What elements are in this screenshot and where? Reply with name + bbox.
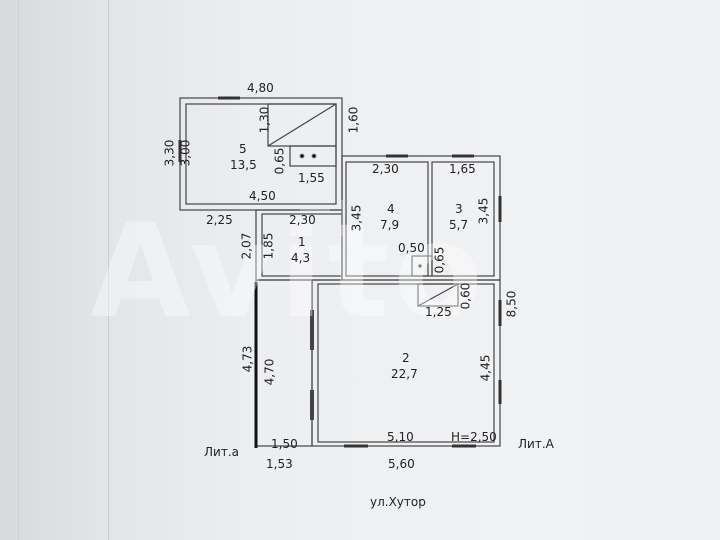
- dim-right-room5: 1,60: [346, 106, 361, 134]
- dim-stove2-height: 0,65: [432, 246, 447, 274]
- dim-veranda-inner-h: 4,70: [262, 358, 277, 386]
- ceiling-height: H=2,50: [451, 430, 497, 444]
- dim-stove3-height: 0,60: [458, 282, 473, 310]
- street-name: ул.Хутор: [370, 495, 426, 509]
- lit-a-lower: Лит.а: [204, 445, 239, 459]
- dim-room4-width: 2,30: [372, 162, 399, 176]
- dim-stove-width: 1,55: [298, 171, 325, 185]
- watermark: Avito: [90, 195, 487, 347]
- room-5-number: 5: [239, 142, 247, 156]
- hob: [289, 145, 337, 167]
- dim-room2-height: 4,45: [478, 354, 493, 382]
- dim-room4-height: 3,45: [349, 204, 364, 232]
- room-2-area: 22,7: [391, 367, 418, 381]
- dim-stove2-width: 0,50: [398, 241, 425, 255]
- dim-room2-inner: 5,10: [387, 430, 414, 444]
- lit-a-upper: Лит.А: [518, 437, 554, 451]
- dim-room1-inner: 1,85: [261, 232, 276, 260]
- dim-corner-width: 2,25: [206, 213, 233, 227]
- dim-room3-width: 1,65: [449, 162, 476, 176]
- dim-room2-outer: 5,60: [388, 457, 415, 471]
- dim-veranda-outer: 1,53: [266, 457, 293, 471]
- paper-fold-line: [108, 0, 109, 540]
- dim-top-width: 4,80: [247, 81, 274, 95]
- dim-veranda-outer-h: 4,73: [240, 345, 255, 373]
- dim-hob-height: 0,65: [272, 147, 287, 175]
- dim-room5-bottom: 4,50: [249, 189, 276, 203]
- paper-edge-line: [18, 0, 19, 540]
- dim-left-outer: 3,30: [162, 139, 177, 167]
- room-4-number: 4: [387, 202, 395, 216]
- room-2-number: 2: [402, 351, 410, 365]
- room-3-number: 3: [455, 202, 463, 216]
- room-5-area: 13,5: [230, 158, 257, 172]
- room-3-area: 5,7: [449, 218, 469, 232]
- room-1-number: 1: [298, 235, 306, 249]
- dim-left-inner: 3,00: [178, 139, 193, 167]
- room-4-area: 7,9: [380, 218, 400, 232]
- dim-room1-width: 2,30: [289, 213, 316, 227]
- dim-stove3-width: 1,25: [425, 305, 452, 319]
- room-1-area: 4,3: [291, 251, 311, 265]
- dim-stove-height: 1,30: [257, 106, 272, 134]
- dim-veranda-inner: 1,50: [271, 437, 298, 451]
- dim-room3-height: 3,45: [476, 197, 491, 225]
- dim-right-total: 8,50: [504, 290, 519, 318]
- dim-room1-outer: 2,07: [239, 232, 254, 260]
